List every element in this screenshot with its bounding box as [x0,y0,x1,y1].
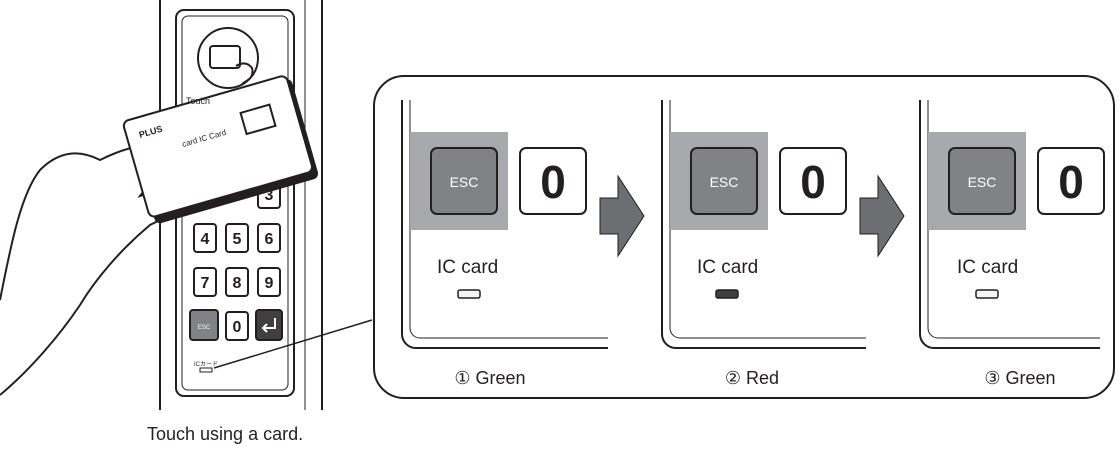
key-4-label: 4 [201,231,210,248]
panel-2-zero-label: 0 [800,156,826,208]
arrow-1-icon [599,174,645,258]
key-9 [257,267,281,297]
key-6-label: 6 [265,231,274,248]
device-ic-label: ICカード [194,362,219,368]
panel-3-esc-key [948,147,1016,215]
enter-icon [261,318,276,333]
key-7-label: 7 [201,275,210,292]
key-3-label: 3 [265,187,274,204]
key-0-label: 0 [233,319,242,336]
panel-1-step-label: ① Green [454,368,525,388]
panel-3-step-label: ③ Green [984,368,1055,388]
callout-pointer [213,319,373,369]
device-illustration: 3 4 5 6 7 8 9 0 ESC PLUS card IC Card To… [0,0,373,410]
key-5 [225,223,249,253]
panel-2-frame-inner [669,100,866,339]
panel-2-esc-key [690,147,758,215]
touch-target-icon [197,27,259,89]
ic-card [122,75,319,224]
panel-3-led [975,289,999,299]
touch-card-icon [209,45,241,69]
touch-hand-icon [235,62,254,85]
caption: Touch using a card. [147,424,304,444]
panel-3-frame [919,100,1100,349]
panel-2-zero-key [779,147,847,215]
panel-2-led-label: IC card [697,257,758,278]
panel-2-led [715,289,739,299]
panel-1-zero-key [519,147,587,215]
ic-card-face [122,75,314,218]
key-7 [193,267,217,297]
panel-1-zero-label: 0 [540,156,566,208]
key-5-label: 5 [233,231,242,248]
panel-3-led-label: IC card [957,257,1018,278]
key-9-label: 9 [265,275,274,292]
ic-card-chip-icon [239,103,277,136]
panel-3 [919,100,1105,349]
panel-1-esc-key [430,147,498,215]
panel-1 [401,100,608,349]
key-8 [225,267,249,297]
key-esc [189,309,219,341]
device-ic-led [199,367,213,373]
key-6 [257,223,281,253]
key-enter [255,309,283,341]
panel-1-frame-inner [409,100,608,339]
callout-border [373,75,1115,399]
panel-3-esc-label: ESC [968,174,997,190]
panel-3-zero-label: 0 [1058,156,1084,208]
panel-3-frame-inner [927,100,1100,339]
key-4 [193,223,217,253]
key-8-label: 8 [233,275,242,292]
arrow-2-icon [859,174,905,258]
panel-3-zero-key [1037,147,1105,215]
panel-2-step-label: ② Red [725,368,779,388]
panel-2-esc-label: ESC [710,174,739,190]
panel-1-frame [401,100,608,349]
key-0 [225,311,249,341]
panel-1-led [457,289,481,299]
panel-2 [661,100,866,349]
touch-label: Touch [186,96,210,106]
callout-panel: ESC ESC ESC 0 0 0 IC card IC card IC car… [373,75,1115,399]
panel-2-frame [661,100,866,349]
panel-1-esc-label: ESC [450,174,479,190]
panel-1-led-label: IC card [437,257,498,278]
key-esc-label: ESC [198,325,211,331]
